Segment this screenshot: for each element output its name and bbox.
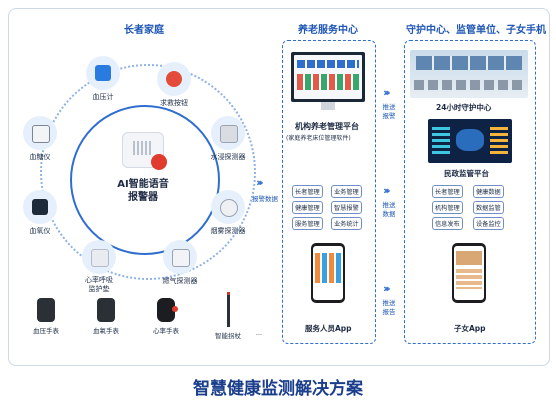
wearable-heart-watch: 心率手表: [148, 298, 184, 335]
monitor-screen: [291, 52, 365, 102]
heart-rate-pad-icon: [91, 249, 109, 267]
service-tag: 健康管理: [292, 201, 323, 214]
service-tag: 智慧报警: [331, 201, 362, 214]
push-alarm-label: 推送 报警: [382, 103, 396, 120]
section-title-service: 养老服务中心: [298, 25, 358, 36]
guard-center-label: 24小时守护中心: [436, 103, 492, 112]
hub-title-line2: 报警器: [128, 192, 158, 203]
device-heart-rate-pad: 心率呼吸 监护垫: [74, 240, 124, 294]
service-tag: 服务管理: [292, 217, 323, 230]
wearable-more: ...: [255, 329, 263, 337]
staff-app-label: 服务人员App: [305, 324, 352, 333]
oximeter-icon: [32, 199, 48, 215]
service-tag: 业务管理: [331, 185, 362, 198]
monitor-column: [404, 40, 536, 344]
device-sos-button: 求救按钮: [149, 62, 199, 108]
device-water-sensor: 水浸探测器: [200, 116, 256, 162]
sos-button-icon: [166, 71, 182, 87]
monitor-tag: 健康数据: [473, 185, 504, 198]
monitor-stand: [321, 102, 335, 110]
device-blood-pressure: 血压计: [80, 56, 126, 102]
chevron-right-icon: ›››: [383, 86, 390, 99]
service-tag: 业务统计: [331, 217, 362, 230]
water-leak-sensor-icon: [220, 125, 238, 143]
glucose-meter-icon: [32, 125, 50, 143]
blood-pressure-monitor-icon: [95, 65, 111, 81]
hub-ring: [70, 105, 220, 255]
device-gas-detector: 燃气探测器: [152, 240, 208, 286]
cane-icon: [226, 292, 230, 327]
wearable-bp-watch: 血压手表: [28, 298, 64, 335]
monitor-tag: 长者管理: [432, 185, 463, 198]
guard-center-photo: [410, 50, 528, 98]
smoke-detector-icon: [220, 199, 238, 217]
chevron-right-icon: ›››: [383, 282, 390, 295]
hub-title-line1: AI智能语音: [117, 179, 169, 190]
service-tag: 长者管理: [292, 185, 323, 198]
alarm-data-label: 报警数据: [252, 195, 278, 203]
chevron-right-icon: ›››: [256, 176, 263, 189]
watch-icon: [157, 298, 178, 322]
wearable-smart-cane: 智能拐杖: [208, 292, 248, 340]
civil-platform-label: 民政监管平台: [444, 169, 489, 178]
monitor-tag: 信息发布: [432, 217, 463, 230]
wearable-oxygen-watch: 血氧手表: [88, 298, 124, 335]
service-platform-title: 机构养老管理平台: [295, 122, 359, 131]
gas-detector-icon: [172, 249, 190, 267]
monitor-tag: 设备监控: [473, 217, 504, 230]
chevron-right-icon: ›››: [383, 184, 390, 197]
alarm-badge-icon: [151, 154, 167, 170]
watch-icon: [97, 298, 115, 322]
service-center-column: [282, 40, 376, 344]
device-glucose-meter: 血糖仪: [18, 116, 62, 162]
civil-affairs-screen: [428, 119, 512, 163]
device-ring: [40, 64, 256, 280]
family-app-label: 子女App: [454, 324, 486, 333]
push-report-label: 推送 报告: [382, 299, 396, 316]
monitor-tag: 数据监管: [473, 201, 504, 214]
staff-phone: [311, 243, 345, 303]
service-platform-subtitle: (家庭养老床位管理软件): [286, 135, 351, 142]
section-title-monitor: 守护中心、监管单位、子女手机: [406, 25, 546, 36]
family-phone: [452, 243, 486, 303]
watch-icon: [37, 298, 55, 322]
device-oximeter: 血氧仪: [18, 190, 62, 236]
section-title-home: 长者家庭: [124, 25, 164, 36]
page-title: 智慧健康监测解决方案: [193, 379, 363, 399]
push-data-label: 推送 数据: [382, 201, 396, 218]
device-smoke-detector: 烟雾探测器: [200, 190, 256, 236]
ai-voice-alarm-hub: AI智能语音 报警器: [93, 128, 193, 228]
monitor-tag: 机构管理: [432, 201, 463, 214]
